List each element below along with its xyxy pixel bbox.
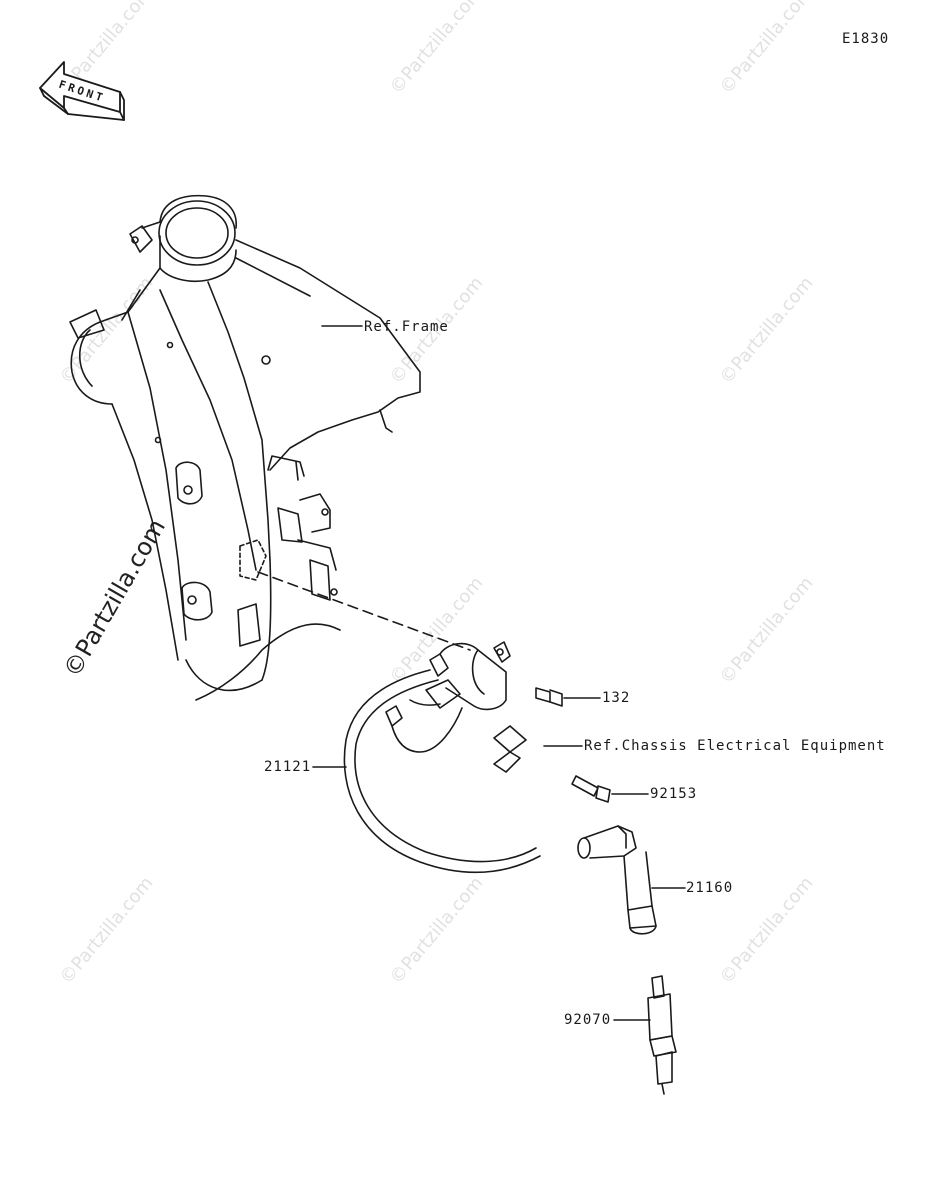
high-tension-cable-drawing (312, 669, 541, 874)
diagram-code: E1830 (842, 31, 890, 47)
plug-cap-drawing (577, 825, 686, 935)
part-132-label[interactable]: 132 (602, 690, 631, 706)
bolt-92153-drawing (571, 775, 649, 803)
frame-drawing (69, 194, 471, 701)
front-arrow-icon (39, 61, 125, 121)
ref-chassis-label[interactable]: Ref.Chassis Electrical Equipment (584, 738, 886, 754)
bolt-132-drawing (535, 687, 601, 707)
part-92070-label[interactable]: 92070 (564, 1012, 612, 1028)
part-21160-label[interactable]: 21160 (686, 880, 734, 896)
ref-frame-label[interactable]: Ref.Frame (364, 319, 449, 335)
part-21121-label[interactable]: 21121 (264, 759, 312, 775)
part-92153-label[interactable]: 92153 (650, 786, 698, 802)
spark-plug-drawing (613, 975, 677, 1095)
ignition-coil-drawing (409, 641, 511, 711)
lead-wires-drawing (385, 705, 527, 773)
